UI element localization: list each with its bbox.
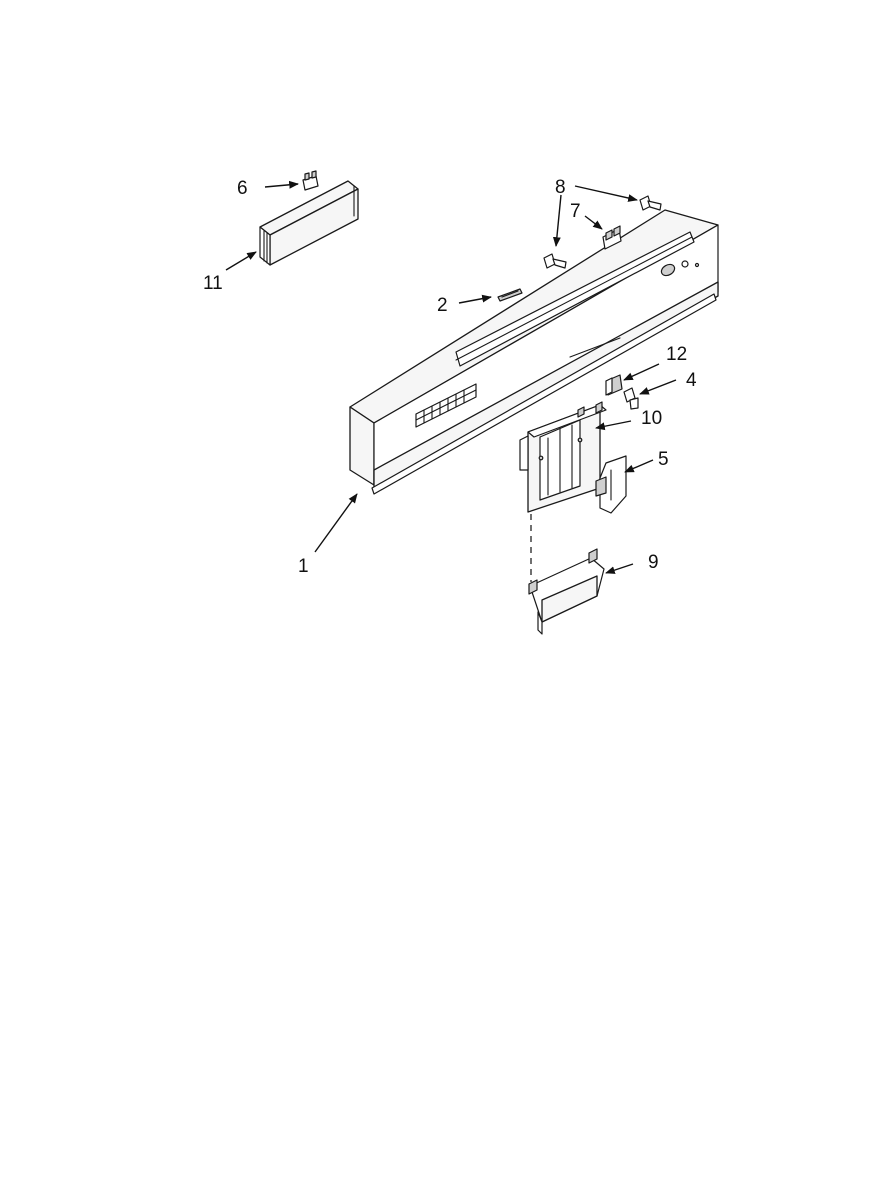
callout-5: 5 <box>658 449 669 470</box>
leader-6 <box>264 180 299 189</box>
callout-10: 10 <box>641 408 662 429</box>
leader-11 <box>225 251 257 271</box>
part-6-clip <box>302 170 319 191</box>
leader-12 <box>623 363 660 381</box>
callout-7: 7 <box>570 201 581 222</box>
keypad-grid <box>415 383 477 428</box>
leader-9 <box>605 563 634 574</box>
part-12-switch <box>605 374 623 396</box>
leader-5 <box>624 459 654 473</box>
leader-2 <box>458 294 492 304</box>
callout-2: 2 <box>437 295 448 316</box>
leader-8-lower <box>552 194 562 247</box>
part-2-badge <box>497 288 523 302</box>
callout-labels: 1 2 4 5 6 7 8 9 10 11 12 <box>203 177 697 577</box>
callout-1: 1 <box>298 556 309 577</box>
part-11-module-box <box>259 180 359 266</box>
callout-8: 8 <box>555 177 566 198</box>
callout-6: 6 <box>237 178 248 199</box>
part-9-lower-bracket <box>528 548 605 635</box>
part-7-bracket-clip <box>602 225 622 250</box>
part-8-screw-upper <box>639 195 662 211</box>
leader-8-upper <box>574 185 638 202</box>
part-1-control-panel <box>349 209 719 495</box>
leader-arrows <box>225 180 677 574</box>
callout-4: 4 <box>686 370 697 391</box>
part-8-screw-lower <box>543 253 567 269</box>
part-4-screw <box>623 387 639 410</box>
callout-9: 9 <box>648 552 659 573</box>
part-5-latch <box>595 455 627 514</box>
callout-11: 11 <box>203 273 223 294</box>
callout-12: 12 <box>666 344 687 365</box>
leader-7 <box>584 215 603 230</box>
leader-1 <box>314 493 358 553</box>
leader-10 <box>595 420 632 431</box>
leader-4 <box>639 379 677 395</box>
part-10-bracket <box>519 401 607 513</box>
